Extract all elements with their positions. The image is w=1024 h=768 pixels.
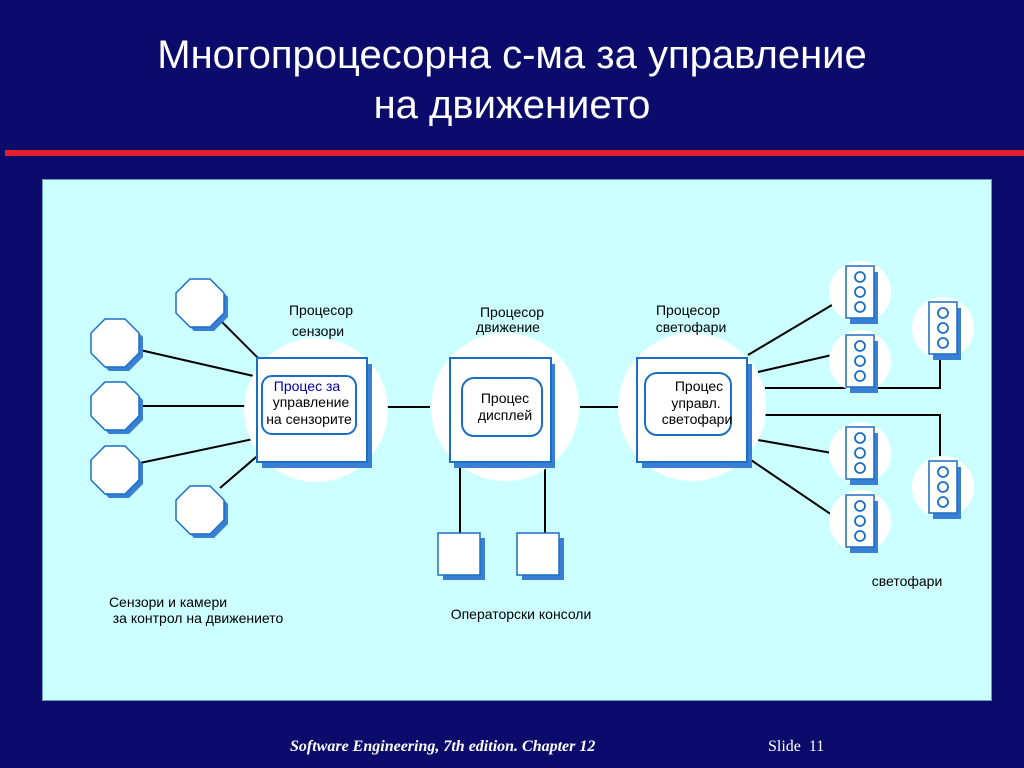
lights-process-label-2: управл. [671,395,720,411]
traffic-light-4 [828,421,892,486]
connector-sensor-4 [139,437,259,464]
footer-slide-number: Slide 11 [768,738,824,756]
sensor-processor-label-2: сензори [292,323,344,339]
connector-sensor-2 [139,349,259,378]
traffic-lights-group-label: светофари [872,573,943,589]
sensor-camera-3 [90,381,144,435]
slide-title: Многопроцесорна с-ма за управление на дв… [0,30,1024,130]
footer-slide-value: 11 [808,738,825,755]
connector-sensor-5 [219,451,263,489]
sensor-processor-label-1: Процесор [289,302,353,318]
sensors-group-label-1: Сензори и камери [109,594,227,610]
sensor-process-label-1: Процес за [274,378,341,394]
operator-console-2 [516,532,564,580]
lights-processor-label-1: Процесор [656,302,720,318]
movement-processor [431,333,579,481]
connector-light-2 [757,354,833,373]
sensors-group-label-2: за контрол на движението [113,610,284,626]
slide-title-line-2: на движението [373,83,651,127]
lights-process-label-3: светофари [662,411,733,427]
connectors [139,304,941,535]
sensor-process-label-3: на сензорите [266,411,352,427]
traffic-light-3 [828,329,892,394]
slide-title-line-1: Многопроцесорна с-ма за управление [157,33,867,77]
movement-process-label-2: дисплей [478,407,532,423]
movement-processor-label-2: движение [476,319,540,335]
sensor-camera-1 [175,278,229,332]
lights-process-label-1: Процес [675,378,723,394]
movement-processor-label-1: Процесор [480,304,544,320]
lights-processor [618,333,766,481]
traffic-light-6 [828,489,892,554]
movement-process-label-1: Процес [481,390,529,406]
sensor-processor [244,338,388,482]
traffic-light-5 [911,455,975,520]
connector-light-4 [765,414,941,462]
footer-book-title: Software Engineering, 7th edition. Chapt… [290,738,596,755]
consoles-group-label: Операторски консоли [451,606,592,622]
traffic-light-1 [828,260,892,325]
connector-light-5 [757,439,833,454]
sensor-process-label-2: управление [273,394,350,410]
operator-console-1 [437,532,485,580]
footer-slide-label: Slide [768,738,801,755]
sensor-camera-2 [90,318,144,372]
sensor-camera-4 [90,445,144,499]
sensor-camera-5 [175,485,229,539]
connector-light-6 [747,457,833,516]
connector-sensor-1 [219,319,263,363]
connector-light-1 [747,304,833,356]
title-divider [5,150,1024,156]
connector-light-3 [765,355,941,389]
traffic-light-2 [911,296,975,361]
lights-processor-label-2: светофари [656,319,727,335]
